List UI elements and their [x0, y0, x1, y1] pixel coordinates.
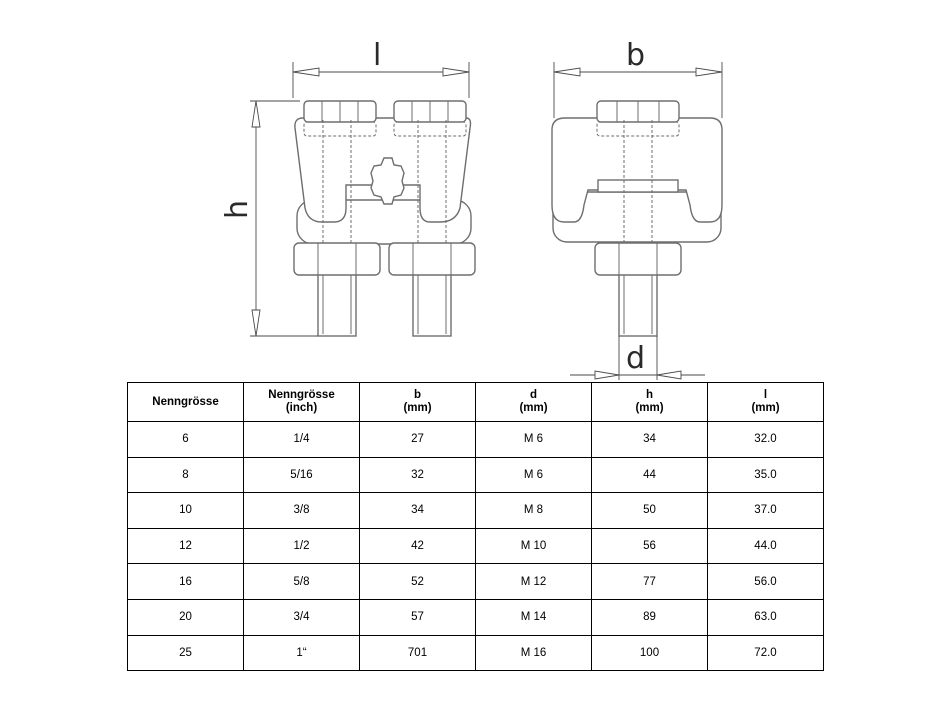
header-nenngroesse-inch: Nenngrösse(inch) — [243, 382, 360, 422]
cell-b: 34 — [359, 492, 476, 529]
cell-inch: 3/8 — [243, 492, 360, 529]
cell-h: 89 — [591, 598, 708, 636]
dimension-h-label: h — [220, 200, 255, 219]
cell-inch: 5/8 — [243, 563, 360, 600]
cell-nenngroesse: 8 — [127, 456, 244, 494]
cell-d: M 6 — [475, 421, 592, 458]
cell-b: 42 — [359, 527, 476, 565]
cell-l: 63.0 — [707, 598, 824, 636]
specification-table: Nenngrösse Nenngrösse(inch) b(mm) d(mm) … — [127, 382, 824, 672]
cell-l: 32.0 — [707, 421, 824, 458]
cell-h: 77 — [591, 563, 708, 600]
header-l: l(mm) — [707, 382, 824, 422]
cell-nenngroesse: 16 — [127, 563, 244, 600]
cell-inch: 1/2 — [243, 527, 360, 565]
cell-l: 35.0 — [707, 456, 824, 494]
dimension-d — [570, 336, 705, 380]
dimension-l — [292, 62, 470, 98]
technical-drawing: l b h d — [220, 38, 723, 380]
side-view — [551, 100, 723, 337]
header-d: d(mm) — [475, 382, 592, 422]
cell-d: M 12 — [475, 563, 592, 600]
dimension-b — [553, 62, 723, 118]
cell-d: M 14 — [475, 598, 592, 636]
cell-l: 56.0 — [707, 563, 824, 600]
cell-b: 701 — [359, 634, 476, 672]
cell-d: M 10 — [475, 527, 592, 565]
dimension-d-label: d — [626, 341, 645, 376]
cell-d: M 8 — [475, 492, 592, 529]
cell-d: M 16 — [475, 634, 592, 672]
header-h: h(mm) — [591, 382, 708, 422]
cell-b: 32 — [359, 456, 476, 494]
cell-nenngroesse: 25 — [127, 634, 244, 672]
cell-b: 57 — [359, 598, 476, 636]
cell-h: 34 — [591, 421, 708, 458]
cell-h: 50 — [591, 492, 708, 529]
dimension-l-label: l — [373, 38, 381, 73]
cell-b: 52 — [359, 563, 476, 600]
dimension-b-label: b — [626, 38, 645, 73]
cell-inch: 5/16 — [243, 456, 360, 494]
header-b: b(mm) — [359, 382, 476, 422]
cell-l: 72.0 — [707, 634, 824, 672]
cell-l: 44.0 — [707, 527, 824, 565]
cell-h: 56 — [591, 527, 708, 565]
dimension-h — [250, 100, 318, 337]
table-header-row: Nenngrösse Nenngrösse(inch) b(mm) d(mm) … — [127, 382, 824, 422]
cell-h: 44 — [591, 456, 708, 494]
cell-nenngroesse: 6 — [127, 421, 244, 458]
cell-inch: 3/4 — [243, 598, 360, 636]
cell-inch: 1“ — [243, 634, 360, 672]
cell-inch: 1/4 — [243, 421, 360, 458]
cell-h: 100 — [591, 634, 708, 672]
cell-nenngroesse: 20 — [127, 598, 244, 636]
cell-d: M 6 — [475, 456, 592, 494]
front-view — [293, 100, 476, 337]
header-nenngroesse: Nenngrösse — [127, 382, 244, 422]
cell-l: 37.0 — [707, 492, 824, 529]
cell-nenngroesse: 10 — [127, 492, 244, 529]
cell-b: 27 — [359, 421, 476, 458]
cell-nenngroesse: 12 — [127, 527, 244, 565]
